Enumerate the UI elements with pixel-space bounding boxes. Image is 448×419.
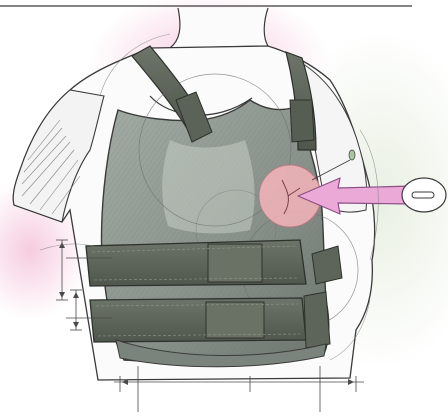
neck [170, 8, 268, 48]
side-indicator [349, 150, 355, 160]
vest-highlight [162, 140, 254, 233]
lower-strap-tab [304, 292, 330, 348]
upper-strap-velcro [208, 244, 262, 282]
lower-strap-velcro [206, 302, 264, 338]
lower-waist-strap [90, 298, 306, 342]
right-strap-buckle [290, 100, 314, 142]
projectile-slot [412, 192, 434, 198]
